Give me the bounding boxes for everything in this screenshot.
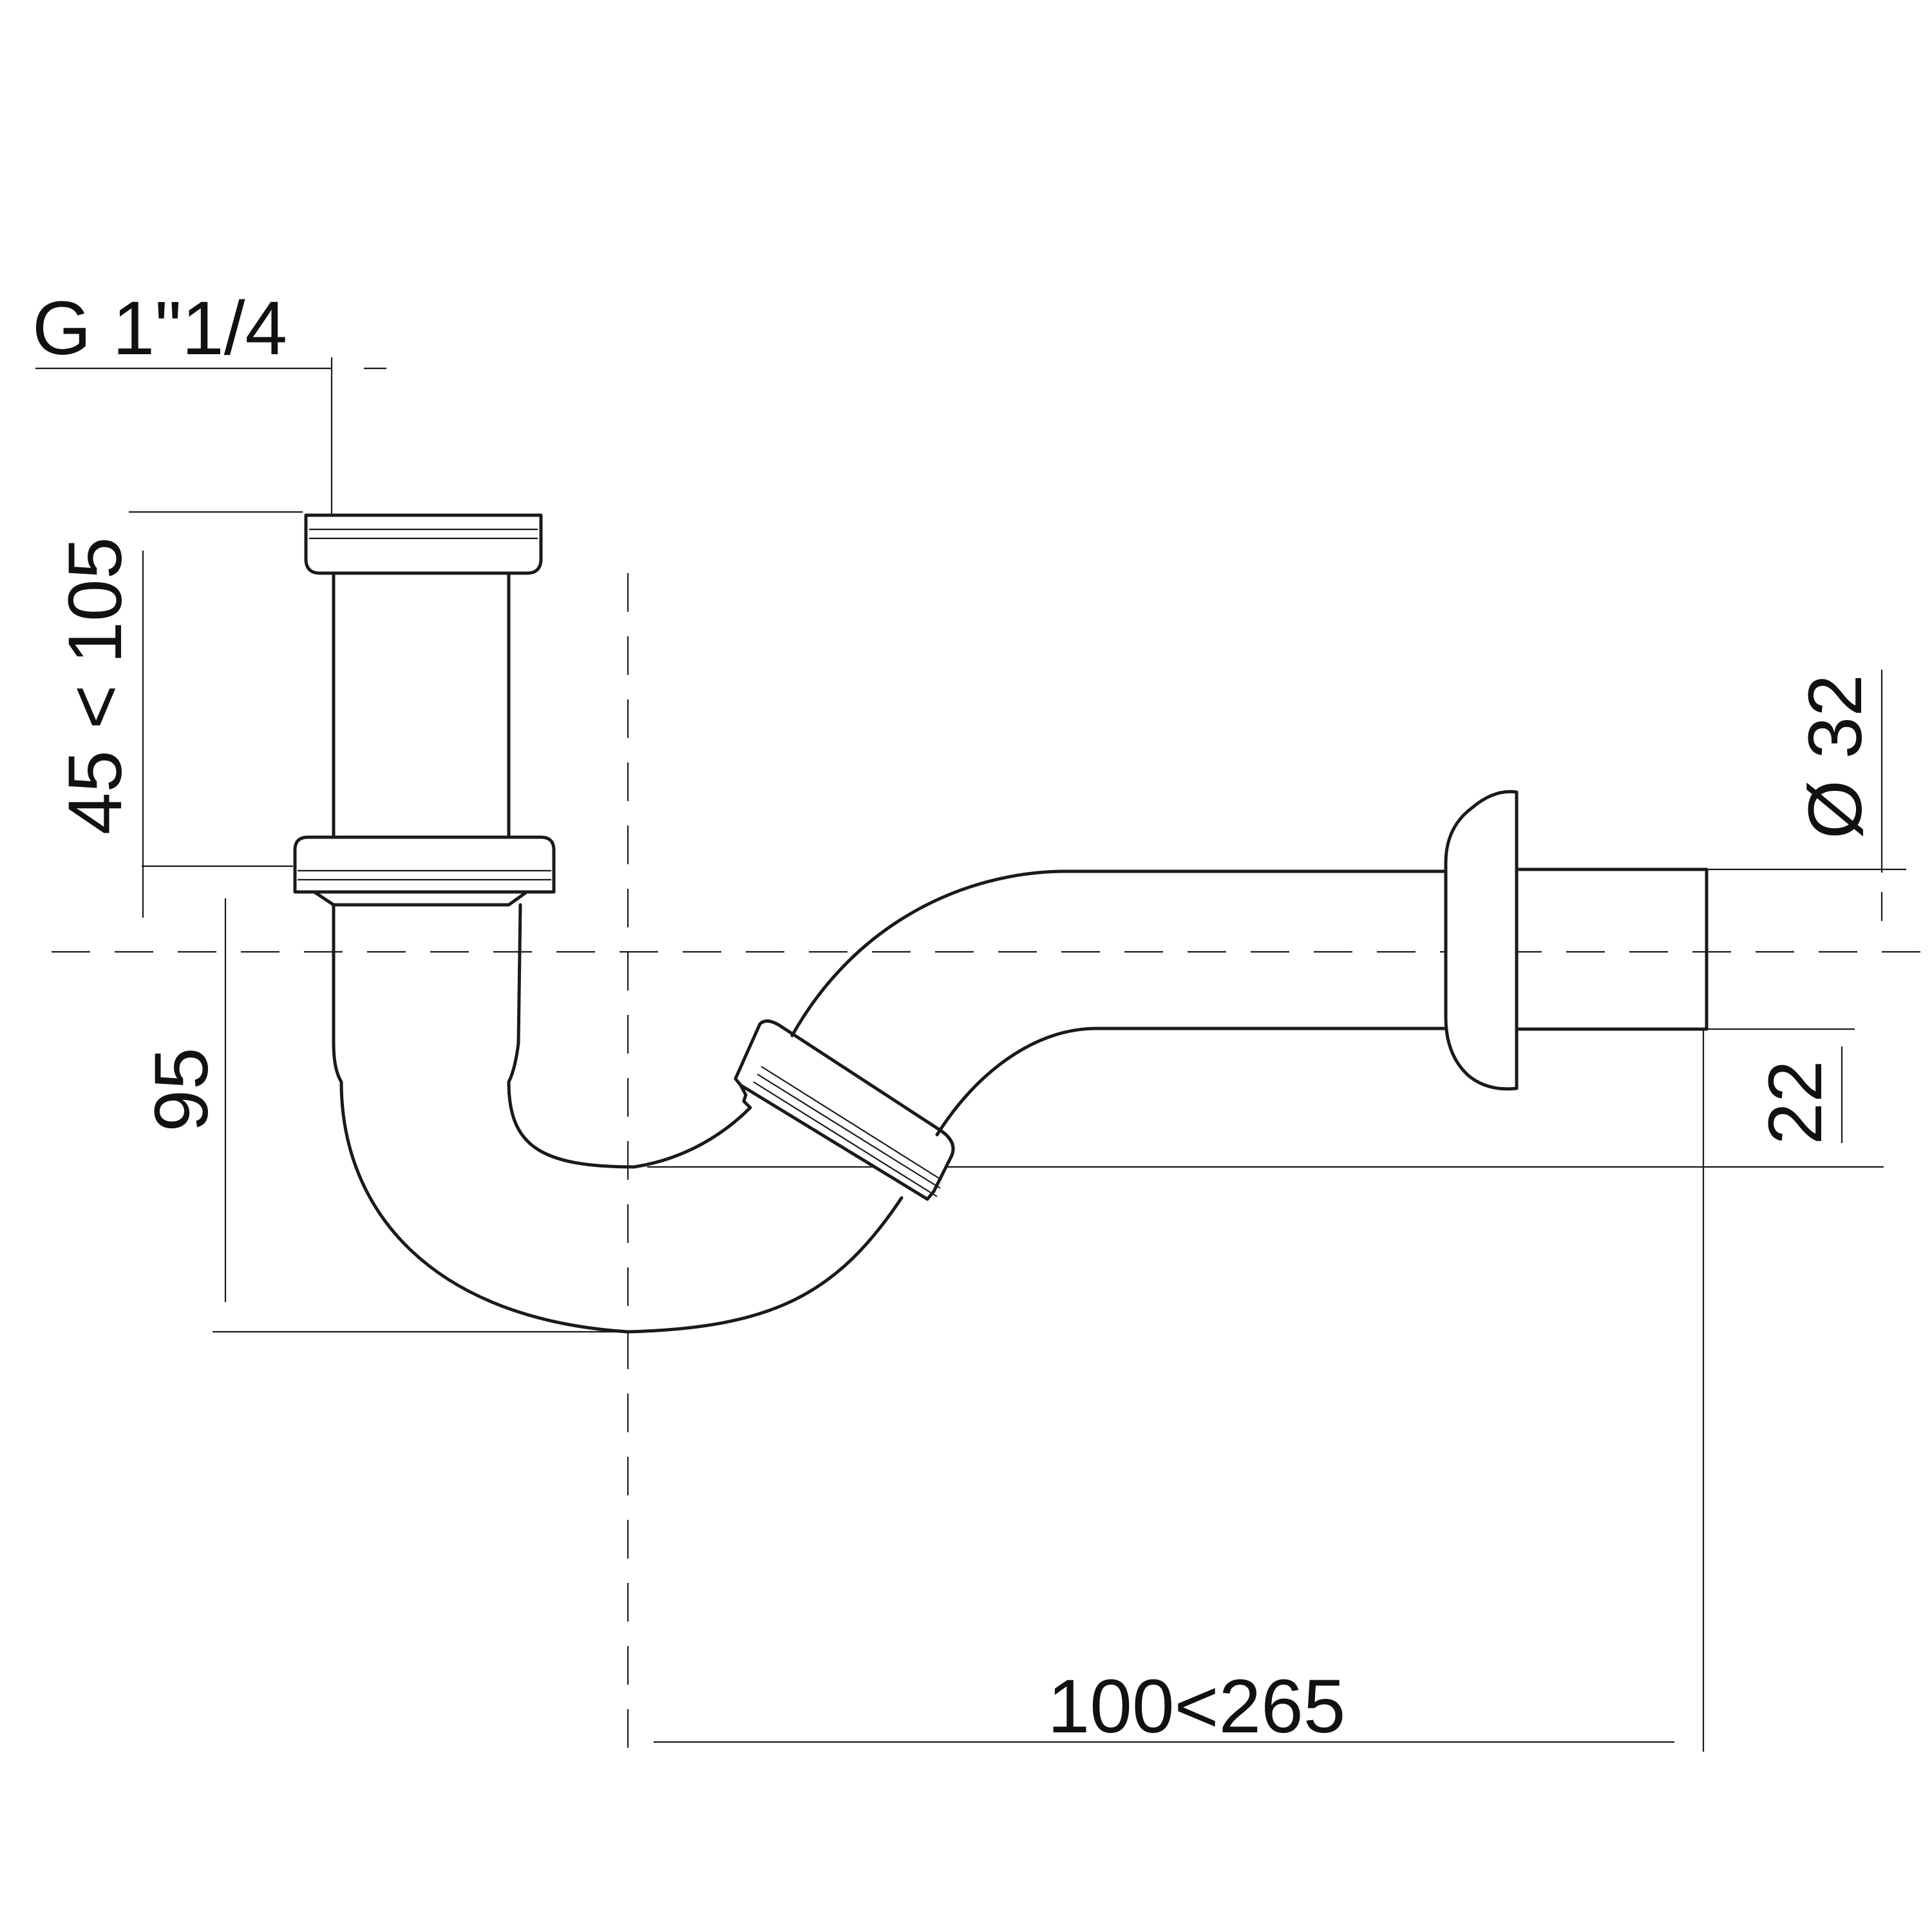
dimension-labels: G 1"1/4 45 < 105 95 Ø 32 22 100<265 [32, 286, 1878, 1749]
top-nut [304, 513, 543, 575]
thread-label: G 1"1/4 [32, 286, 287, 371]
siphon [293, 513, 1709, 1334]
trap-bend-inner [507, 903, 752, 1169]
trap-depth-label: 95 [139, 1047, 224, 1132]
dimension-lines [35, 357, 1906, 1752]
tailpiece-length-label: 45 < 105 [53, 537, 138, 835]
union-nut [293, 835, 556, 894]
outlet-diameter-label: Ø 32 [1793, 674, 1878, 839]
angled-coupling [734, 1019, 955, 1201]
trap-bend [332, 903, 904, 1334]
tailpiece-tube [332, 571, 511, 841]
horizontal-reach-label: 100<265 [1048, 1664, 1346, 1749]
outlet-sweep-inner [935, 1027, 1448, 1137]
outlet-pipe [1515, 867, 1709, 1031]
outlet-sweep-outer [790, 869, 1448, 1037]
seal-offset-label: 22 [1753, 1060, 1838, 1144]
wall-rosette [1444, 790, 1519, 1091]
